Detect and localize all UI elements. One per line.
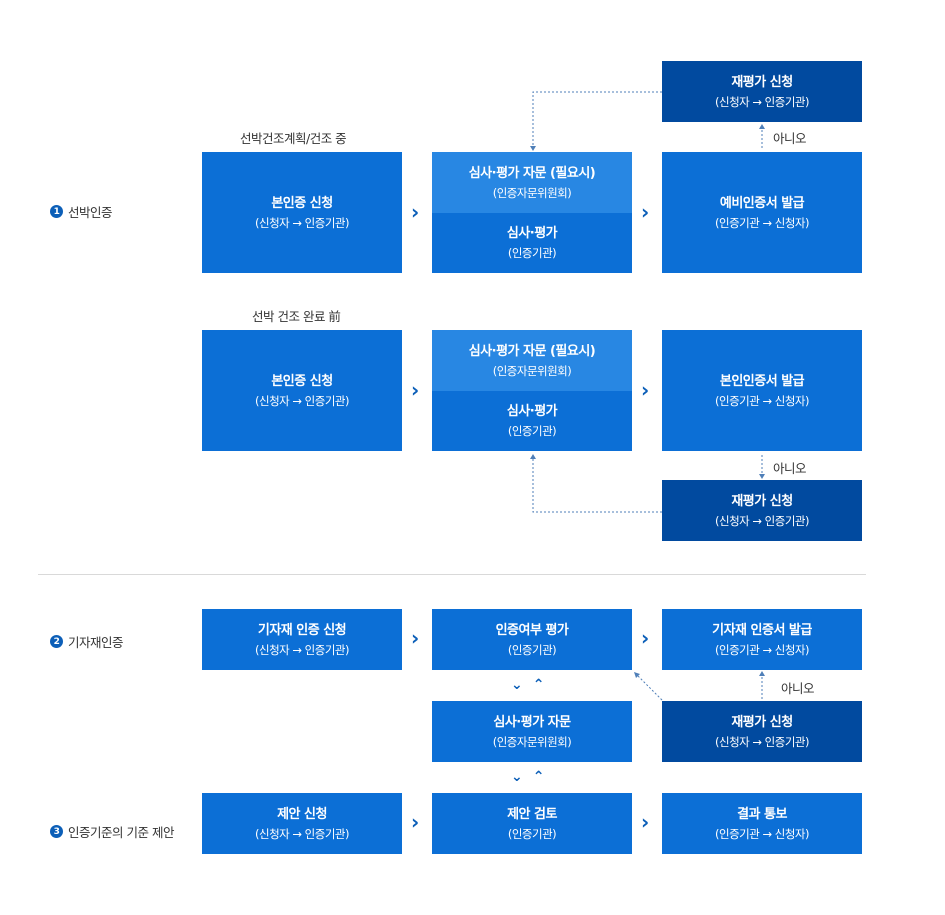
box-subtitle: (인증기관 → 신청자) bbox=[715, 642, 809, 657]
apply-box: 기자재 인증 신청 (신청자 → 인증기관) bbox=[202, 609, 402, 670]
chevron-right-icon: › bbox=[641, 378, 650, 402]
reeval-to-eval-line-3 bbox=[636, 674, 663, 701]
no-label: 아니오 bbox=[773, 461, 807, 476]
reeval-box: 재평가 신청 (신청자 → 인증기관) bbox=[662, 480, 862, 541]
box-title: 본인증 신청 bbox=[271, 195, 333, 211]
box-subtitle: (인증기관 → 신청자) bbox=[715, 826, 809, 841]
box-subtitle: (신청자 → 인증기관) bbox=[255, 215, 349, 230]
box-subtitle: (신청자 → 인증기관) bbox=[715, 734, 809, 749]
chevron-down-up-icon: ⌄⌃ bbox=[511, 677, 555, 693]
issue-box: 예비인증서 발급 (인증기관 → 신청자) bbox=[662, 152, 862, 273]
section-number: 1 bbox=[50, 205, 63, 218]
reeval-to-consult-line-1 bbox=[532, 91, 662, 148]
arrowhead bbox=[530, 146, 536, 151]
box-subtitle: (신청자 → 인증기관) bbox=[255, 393, 349, 408]
arrowhead bbox=[530, 454, 536, 459]
section-divider bbox=[38, 574, 866, 575]
box-subtitle: (인증기관) bbox=[507, 642, 557, 657]
notify-box: 결과 통보 (인증기관 → 신청자) bbox=[662, 793, 862, 854]
arrowhead bbox=[759, 671, 765, 676]
box-subtitle: (인증자문위원회) bbox=[492, 185, 572, 200]
box-title: 본인증 신청 bbox=[271, 373, 333, 389]
box-title: 결과 통보 bbox=[737, 806, 787, 822]
box-title: 기자재 인증서 발급 bbox=[712, 622, 812, 638]
arrowhead bbox=[634, 672, 640, 678]
arrowhead bbox=[759, 124, 765, 129]
section-number: 2 bbox=[50, 635, 63, 648]
reeval-to-review-line-2 bbox=[532, 456, 662, 513]
section-standard-proposal: 3 인증기준의 기준 제안 bbox=[50, 822, 174, 841]
reeval-box: 재평가 신청 (신청자 → 인증기관) bbox=[662, 701, 862, 762]
box-title: 예비인증서 발급 bbox=[719, 195, 805, 211]
section-label: 선박인증 bbox=[68, 205, 113, 220]
review-box: 심사·평가 (인증기관) bbox=[432, 391, 632, 451]
phase-label-completed: 선박 건조 완료 前 bbox=[252, 309, 341, 324]
consult-box: 심사·평가 자문 (필요시) (인증자문위원회) bbox=[432, 152, 632, 213]
box-title: 심사·평가 자문 (필요시) bbox=[468, 343, 596, 359]
reeval-box: 재평가 신청 (신청자 → 인증기관) bbox=[662, 61, 862, 122]
box-subtitle: (인증자문위원회) bbox=[492, 734, 572, 749]
box-title: 심사·평가 bbox=[506, 226, 558, 241]
box-subtitle: (인증기관 → 신청자) bbox=[715, 215, 809, 230]
box-title: 기자재 인증 신청 bbox=[257, 622, 347, 638]
box-title: 인증여부 평가 bbox=[495, 622, 569, 638]
box-title: 심사·평가 bbox=[506, 404, 558, 419]
apply-box: 본인증 신청 (신청자 → 인증기관) bbox=[202, 330, 402, 451]
section-ship-cert: 1 선박인증 bbox=[50, 202, 113, 221]
chevron-right-icon: › bbox=[641, 626, 650, 650]
section-number: 3 bbox=[50, 825, 63, 838]
chevron-down-up-icon: ⌄⌃ bbox=[511, 769, 555, 785]
no-label: 아니오 bbox=[773, 131, 807, 146]
eval-box: 인증여부 평가 (인증기관) bbox=[432, 609, 632, 670]
consult-box: 심사·평가 자문 (인증자문위원회) bbox=[432, 701, 632, 762]
consult-box: 심사·평가 자문 (필요시) (인증자문위원회) bbox=[432, 330, 632, 391]
box-title: 본인인증서 발급 bbox=[719, 373, 805, 389]
box-subtitle: (인증기관) bbox=[507, 424, 557, 438]
review-box: 제안 검토 (인증기관) bbox=[432, 793, 632, 854]
issue-box: 본인인증서 발급 (인증기관 → 신청자) bbox=[662, 330, 862, 451]
review-box: 심사·평가 (인증기관) bbox=[432, 213, 632, 273]
box-subtitle: (인증기관) bbox=[507, 246, 557, 260]
box-subtitle: (인증기관 → 신청자) bbox=[715, 393, 809, 408]
chevron-right-icon: › bbox=[411, 200, 420, 224]
box-subtitle: (신청자 → 인증기관) bbox=[255, 826, 349, 841]
chevron-right-icon: › bbox=[411, 626, 420, 650]
box-subtitle: (인증기관) bbox=[507, 826, 557, 841]
box-title: 심사·평가 자문 bbox=[493, 714, 571, 730]
box-title: 재평가 신청 bbox=[731, 493, 793, 509]
phase-label-building: 선박건조계획/건조 중 bbox=[240, 131, 347, 146]
no-label: 아니오 bbox=[781, 681, 815, 696]
chevron-right-icon: › bbox=[641, 810, 650, 834]
arrowhead bbox=[759, 474, 765, 479]
box-title: 심사·평가 자문 (필요시) bbox=[468, 165, 596, 181]
issue-box: 기자재 인증서 발급 (인증기관 → 신청자) bbox=[662, 609, 862, 670]
section-label: 기자재인증 bbox=[68, 635, 124, 650]
section-equipment-cert: 2 기자재인증 bbox=[50, 632, 124, 651]
box-subtitle: (인증자문위원회) bbox=[492, 363, 572, 378]
box-subtitle: (신청자 → 인증기관) bbox=[715, 94, 809, 109]
section-label: 인증기준의 기준 제안 bbox=[68, 825, 174, 840]
box-subtitle: (신청자 → 인증기관) bbox=[715, 513, 809, 528]
chevron-right-icon: › bbox=[411, 810, 420, 834]
box-title: 제안 검토 bbox=[507, 806, 557, 822]
box-title: 제안 신청 bbox=[277, 806, 327, 822]
propose-box: 제안 신청 (신청자 → 인증기관) bbox=[202, 793, 402, 854]
apply-box: 본인증 신청 (신청자 → 인증기관) bbox=[202, 152, 402, 273]
chevron-right-icon: › bbox=[411, 378, 420, 402]
box-title: 재평가 신청 bbox=[731, 74, 793, 90]
box-title: 재평가 신청 bbox=[731, 714, 793, 730]
box-subtitle: (신청자 → 인증기관) bbox=[255, 642, 349, 657]
chevron-right-icon: › bbox=[641, 200, 650, 224]
